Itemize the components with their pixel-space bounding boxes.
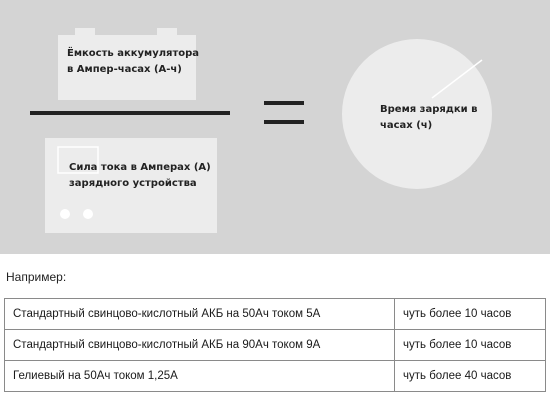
battery-terminal-left xyxy=(75,28,95,36)
clock-icon xyxy=(342,39,492,189)
examples-table: Стандартный свинцово-кислотный АКБ на 50… xyxy=(4,298,546,392)
equals-bar-bottom xyxy=(264,120,304,124)
table-row: Гелиевый на 50Ач током 1,25А чуть более … xyxy=(4,360,546,392)
time-label-line1: Время зарядки в xyxy=(380,104,478,115)
current-label-line2: зарядного устройства xyxy=(69,178,197,189)
time-label: Время зарядки в часах (ч) xyxy=(380,102,477,134)
clock-face xyxy=(342,39,492,189)
equals-bar-top xyxy=(264,101,304,105)
battery-terminal-right xyxy=(157,28,177,36)
charger-icon xyxy=(45,138,217,233)
battery-body xyxy=(58,35,196,100)
current-label: Сила тока в Амперах (А) зарядного устрой… xyxy=(69,160,211,192)
capacity-label: Ёмкость аккумулятора в Ампер-часах (А-ч) xyxy=(67,46,199,78)
charger-knob-left xyxy=(60,209,70,219)
table-cell-time: чуть более 40 часов xyxy=(394,360,546,392)
charger-body xyxy=(45,138,217,233)
charger-knob-right xyxy=(83,209,93,219)
charger-display xyxy=(57,146,99,174)
current-label-line1: Сила тока в Амперах (А) xyxy=(69,162,211,173)
battery-icon xyxy=(58,28,196,100)
table-cell-description: Стандартный свинцово-кислотный АКБ на 90… xyxy=(4,329,395,361)
diagram-graphics xyxy=(30,28,492,233)
capacity-label-line2: в Ампер-часах (А-ч) xyxy=(67,64,182,75)
table-cell-time: чуть более 10 часов xyxy=(394,329,546,361)
table-row: Стандартный свинцово-кислотный АКБ на 90… xyxy=(4,329,546,361)
time-label-line2: часах (ч) xyxy=(380,120,433,131)
fraction-bar xyxy=(30,111,230,115)
table-row: Стандартный свинцово-кислотный АКБ на 50… xyxy=(4,298,546,330)
formula-diagram: Ёмкость аккумулятора в Ампер-часах (А-ч)… xyxy=(0,0,550,254)
table-cell-description: Гелиевый на 50Ач током 1,25А xyxy=(4,360,395,392)
table-cell-time: чуть более 10 часов xyxy=(394,298,546,330)
clock-hand xyxy=(431,59,483,99)
equals-sign xyxy=(264,101,304,124)
examples-heading: Например: xyxy=(6,270,67,284)
capacity-label-line1: Ёмкость аккумулятора xyxy=(67,48,200,59)
table-cell-description: Стандартный свинцово-кислотный АКБ на 50… xyxy=(4,298,395,330)
